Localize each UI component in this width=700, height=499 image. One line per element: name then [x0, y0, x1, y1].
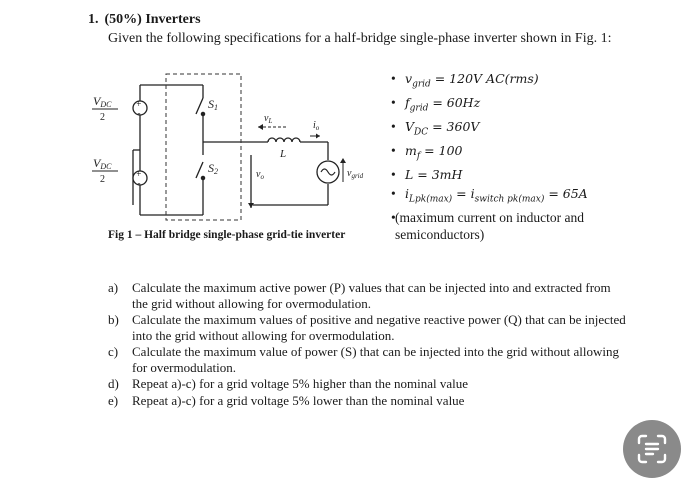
svg-text:vgrid: vgrid — [347, 168, 364, 180]
svg-text:+: + — [136, 169, 141, 179]
switch-s1-icon — [195, 97, 206, 117]
problem-title: (50%) Inverters — [104, 12, 201, 27]
svg-text:L: L — [279, 148, 286, 160]
svg-text:S2: S2 — [208, 161, 218, 176]
svg-text:VDC: VDC — [93, 94, 112, 109]
question-item-e: e)Repeat a)-c) for a grid voltage 5% low… — [108, 392, 465, 408]
svg-text:-: - — [138, 178, 141, 188]
problem-intro: Given the following specifications for a… — [108, 31, 612, 46]
dc-source-upper-icon: + - — [132, 99, 148, 118]
spec-item: vgrid = 120V AC(rms) — [391, 70, 671, 94]
text-scan-icon — [637, 434, 667, 464]
svg-text:S1: S1 — [208, 97, 218, 112]
half-bridge-circuit-diagram: + - + - VDC 2 VDC 2 S1 S2 L vL io vo — [92, 73, 364, 221]
spec-note: (maximum current on inductor and semicon… — [391, 209, 671, 243]
question-item-b: b)Calculate the maximum values of positi… — [108, 312, 626, 343]
svg-text:2: 2 — [100, 174, 105, 185]
question-item-c: c)Calculate the maximum value of power (… — [108, 344, 620, 375]
svg-text:VDC: VDC — [93, 156, 112, 171]
inductor-icon — [267, 137, 301, 143]
spec-item: fgrid = 60Hz — [391, 94, 671, 118]
problem-heading: 1. (50%) Inverters — [88, 12, 207, 28]
svg-text:vL: vL — [264, 113, 272, 125]
ac-grid-source-icon — [316, 160, 340, 184]
switch-s2-icon — [195, 161, 206, 181]
svg-text:-: - — [138, 108, 141, 118]
spec-item: L = 3mH — [391, 166, 671, 185]
spec-item: mf = 100 — [391, 142, 671, 166]
spec-item: VDC = 360V — [391, 118, 671, 142]
spec-list: vgrid = 120V AC(rms) fgrid = 60Hz VDC = … — [391, 70, 671, 243]
problem-number: 1. — [88, 12, 99, 27]
question-item-a: a)Calculate the maximum active power (P)… — [108, 280, 611, 311]
question-list: a)Calculate the maximum active power (P)… — [108, 280, 628, 409]
svg-text:+: + — [136, 99, 141, 109]
svg-text:2: 2 — [100, 112, 105, 123]
figure-caption: Fig 1 – Half bridge single-phase grid-ti… — [108, 229, 346, 241]
question-item-d: d)Repeat a)-c) for a grid voltage 5% hig… — [108, 376, 469, 391]
text-scan-button[interactable] — [623, 420, 681, 478]
svg-text:io: io — [313, 120, 320, 132]
svg-text:vo: vo — [256, 169, 264, 181]
spec-item: iLpk(max) = iswitch pk(max) = 65A — [391, 185, 671, 209]
dc-source-lower-icon: + - — [132, 169, 148, 188]
